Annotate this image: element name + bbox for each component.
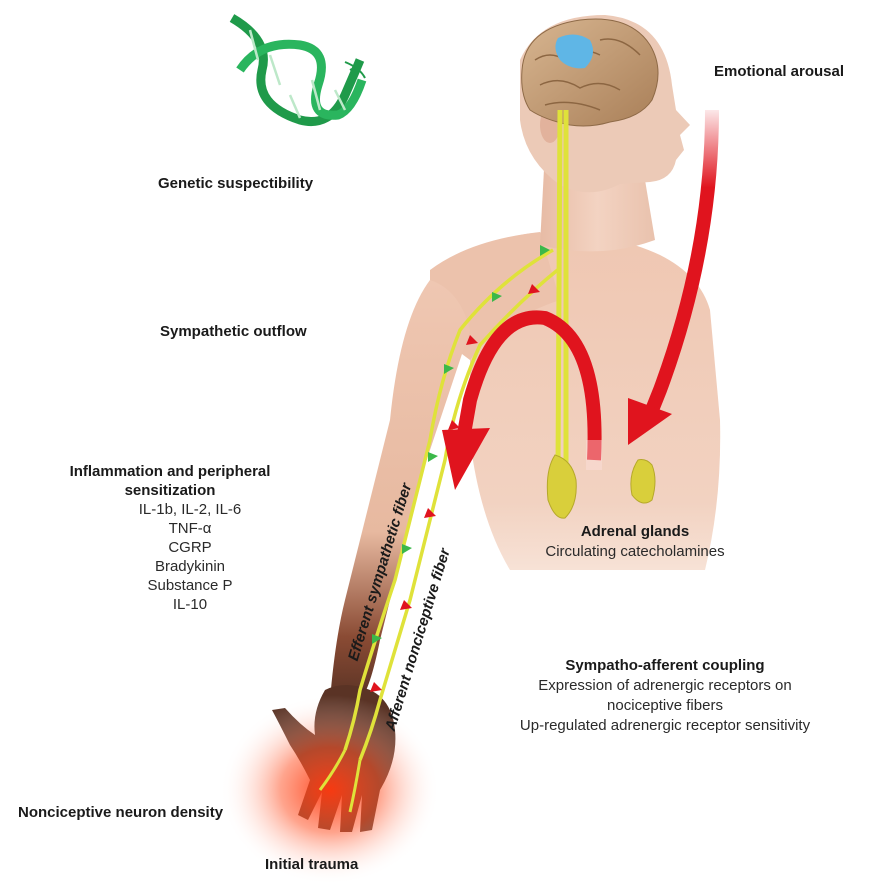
dna-icon [232, 18, 365, 122]
genetic-susceptibility-label: Genetic suspectibility [158, 175, 313, 192]
initial-trauma-label: Initial trauma [265, 856, 358, 873]
mediator-item: IL-1b, IL-2, IL-6 [100, 500, 280, 519]
inflammation-block: Inflammation and peripheral sensitizatio… [40, 462, 300, 500]
emotional-arousal-label: Emotional arousal [714, 63, 844, 80]
mediator-item: Substance P [100, 576, 280, 595]
coupling-line-2: nociceptive fibers [455, 696, 875, 716]
mediator-item: Bradykinin [100, 557, 280, 576]
adrenal-title: Adrenal glands [520, 522, 750, 542]
mediator-item: TNF-α [100, 519, 280, 538]
sympathetic-outflow-label: Sympathetic outflow [160, 323, 307, 340]
coupling-line-3: Up-regulated adrenergic receptor sensiti… [455, 716, 875, 736]
nociceptive-density-label: Nonciceptive neuron density [18, 804, 223, 821]
coupling-line-1: Expression of adrenergic receptors on [455, 676, 875, 696]
adrenal-subtitle: Circulating catecholamines [520, 542, 750, 562]
green-arrow [428, 452, 438, 462]
adrenal-gland-right [631, 460, 655, 503]
red-arrow [370, 682, 382, 692]
adrenal-block: Adrenal glands Circulating catecholamine… [520, 522, 750, 562]
brain [522, 19, 658, 126]
mediator-item: CGRP [100, 538, 280, 557]
inflammation-title-2: sensitization [40, 481, 300, 500]
coupling-title: Sympatho-afferent coupling [455, 656, 875, 676]
green-arrow [402, 544, 412, 554]
mediator-list: IL-1b, IL-2, IL-6 TNF-α CGRP Bradykinin … [100, 500, 280, 614]
catecholamine-arrow-fade [586, 440, 602, 470]
inflammation-title: Inflammation and peripheral [40, 462, 300, 481]
mediator-item: IL-10 [100, 595, 280, 614]
coupling-block: Sympatho-afferent coupling Expression of… [455, 656, 875, 736]
